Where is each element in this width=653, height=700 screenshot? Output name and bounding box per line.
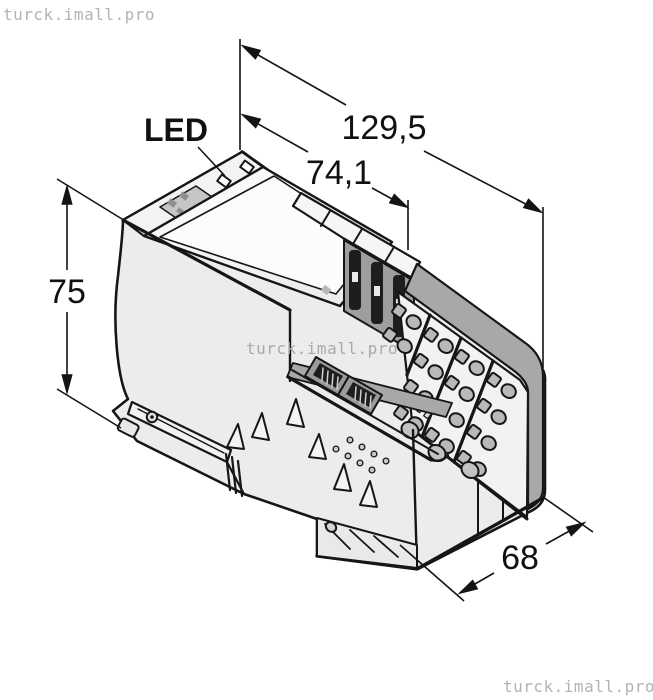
dimension-depth [456, 518, 588, 598]
extension-line [56, 178, 123, 429]
dimension-total-width [239, 41, 545, 217]
service-socket [337, 375, 383, 415]
extension-line [399, 496, 594, 602]
module-top-band [291, 191, 422, 280]
dimension-label-total-width: 129,5 [341, 109, 426, 147]
power-feed-terminals [332, 436, 390, 474]
led-leader-line [197, 146, 226, 177]
dimension-inner-width [239, 110, 411, 212]
io-station-module [111, 150, 547, 571]
service-interface-area [286, 356, 453, 474]
dimension-label-depth: 68 [501, 539, 539, 577]
led-window [239, 159, 255, 175]
dimension-height [61, 186, 73, 393]
foot-gusset [316, 517, 418, 569]
dimension-label-height: 75 [48, 273, 86, 311]
dimension-label-inner-width: 74,1 [306, 154, 372, 192]
din-rail-foot [116, 400, 418, 569]
led-label: LED [144, 112, 208, 148]
ventilation-slots [226, 398, 378, 508]
dimension-annotations [56, 39, 594, 602]
led-window [216, 173, 232, 189]
